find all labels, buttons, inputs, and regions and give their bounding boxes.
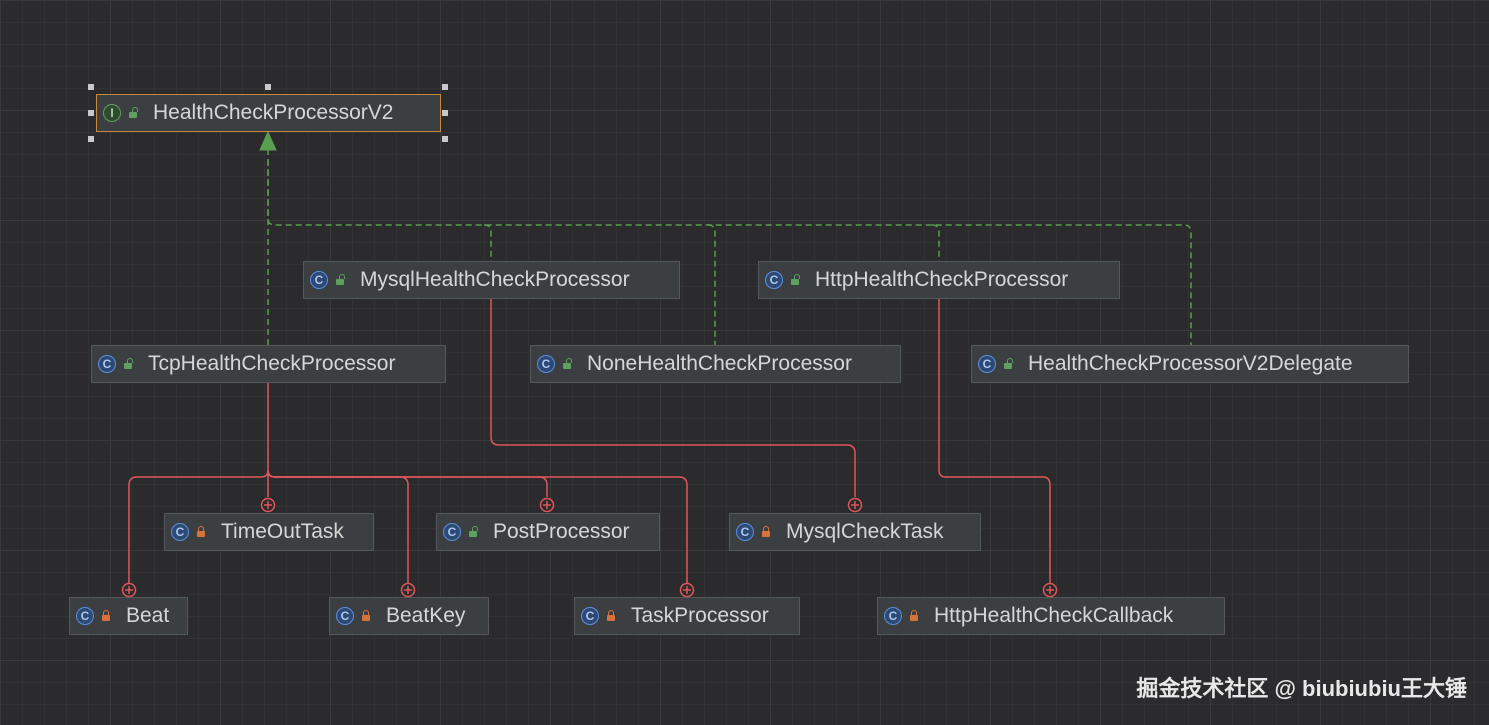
- inner-edge-beat: [128, 469, 269, 583]
- inner-class-marker: [400, 582, 416, 598]
- inner-edge-mysql-check-task: [490, 299, 856, 497]
- class-icon: C: [581, 607, 599, 625]
- node-label: NoneHealthCheckProcessor: [587, 352, 852, 375]
- class-icon: C: [443, 523, 461, 541]
- node-label: PostProcessor: [493, 520, 630, 543]
- public-visibility-icon: [562, 358, 572, 369]
- node-health-check-processor-v2[interactable]: I HealthCheckProcessorV2: [96, 94, 441, 132]
- inner-class-marker: [539, 497, 555, 513]
- private-visibility-icon: [606, 610, 616, 621]
- node-beat[interactable]: C Beat: [69, 597, 188, 635]
- inner-edge-task-processor: [267, 469, 688, 583]
- class-icon: C: [537, 355, 555, 373]
- node-label: TaskProcessor: [631, 604, 769, 627]
- inner-class-marker: [260, 497, 276, 513]
- class-icon: C: [336, 607, 354, 625]
- node-task-processor[interactable]: C TaskProcessor: [574, 597, 800, 635]
- class-icon: C: [98, 355, 116, 373]
- node-mysql-health-check-processor[interactable]: C MysqlHealthCheckProcessor: [303, 261, 680, 299]
- private-visibility-icon: [761, 526, 771, 537]
- public-visibility-icon: [128, 107, 138, 118]
- selection-handle[interactable]: [442, 136, 448, 142]
- public-visibility-icon: [468, 526, 478, 537]
- node-label: Beat: [126, 604, 170, 627]
- public-visibility-icon: [123, 358, 133, 369]
- watermark: 掘金技术社区 @ biubiubiu王大锤: [1136, 676, 1467, 701]
- selection-handle[interactable]: [88, 136, 94, 142]
- interface-icon: I: [103, 104, 121, 122]
- class-icon: C: [978, 355, 996, 373]
- class-icon: C: [884, 607, 902, 625]
- inner-class-marker: [1042, 582, 1058, 598]
- public-visibility-icon: [1003, 358, 1013, 369]
- implements-arrowhead: [259, 130, 277, 151]
- node-label: TimeOutTask: [221, 520, 344, 543]
- node-label: MysqlHealthCheckProcessor: [360, 268, 630, 291]
- selection-handle[interactable]: [88, 110, 94, 116]
- class-icon: C: [76, 607, 94, 625]
- node-label: BeatKey: [386, 604, 466, 627]
- node-timeout-task[interactable]: C TimeOutTask: [164, 513, 374, 551]
- node-health-check-processor-v2-delegate[interactable]: C HealthCheckProcessorV2Delegate: [971, 345, 1409, 383]
- node-tcp-health-check-processor[interactable]: C TcpHealthCheckProcessor: [91, 345, 446, 383]
- inner-edge-http-callback: [938, 299, 1051, 583]
- inner-class-edges: [121, 299, 1058, 598]
- class-icon: C: [736, 523, 754, 541]
- implements-edge-delegate: [267, 160, 1192, 345]
- implements-edge-http: [931, 224, 940, 261]
- public-visibility-icon: [335, 274, 345, 285]
- node-label: TcpHealthCheckProcessor: [148, 352, 396, 375]
- class-icon: C: [310, 271, 328, 289]
- node-none-health-check-processor[interactable]: C NoneHealthCheckProcessor: [530, 345, 901, 383]
- node-label: HttpHealthCheckProcessor: [815, 268, 1069, 291]
- private-visibility-icon: [909, 610, 919, 621]
- node-label: HttpHealthCheckCallback: [934, 604, 1174, 627]
- public-visibility-icon: [790, 274, 800, 285]
- node-label: HealthCheckProcessorV2Delegate: [1028, 352, 1353, 375]
- node-mysql-check-task[interactable]: C MysqlCheckTask: [729, 513, 981, 551]
- class-icon: C: [765, 271, 783, 289]
- node-http-health-check-processor[interactable]: C HttpHealthCheckProcessor: [758, 261, 1120, 299]
- node-label: HealthCheckProcessorV2: [153, 101, 394, 124]
- inner-class-marker: [121, 582, 137, 598]
- private-visibility-icon: [361, 610, 371, 621]
- private-visibility-icon: [196, 526, 206, 537]
- node-post-processor[interactable]: C PostProcessor: [436, 513, 660, 551]
- node-label: MysqlCheckTask: [786, 520, 944, 543]
- selection-handle[interactable]: [265, 84, 271, 90]
- implements-edges: [259, 130, 1192, 345]
- inner-class-marker: [847, 497, 863, 513]
- node-http-health-check-callback[interactable]: C HttpHealthCheckCallback: [877, 597, 1225, 635]
- class-icon: C: [171, 523, 189, 541]
- selection-handle[interactable]: [442, 84, 448, 90]
- implements-edge-mysql: [483, 224, 492, 261]
- implements-edge-none: [707, 224, 716, 345]
- inner-class-marker: [679, 582, 695, 598]
- selection-handle[interactable]: [88, 84, 94, 90]
- selection-handle[interactable]: [442, 110, 448, 116]
- private-visibility-icon: [101, 610, 111, 621]
- node-beat-key[interactable]: C BeatKey: [329, 597, 489, 635]
